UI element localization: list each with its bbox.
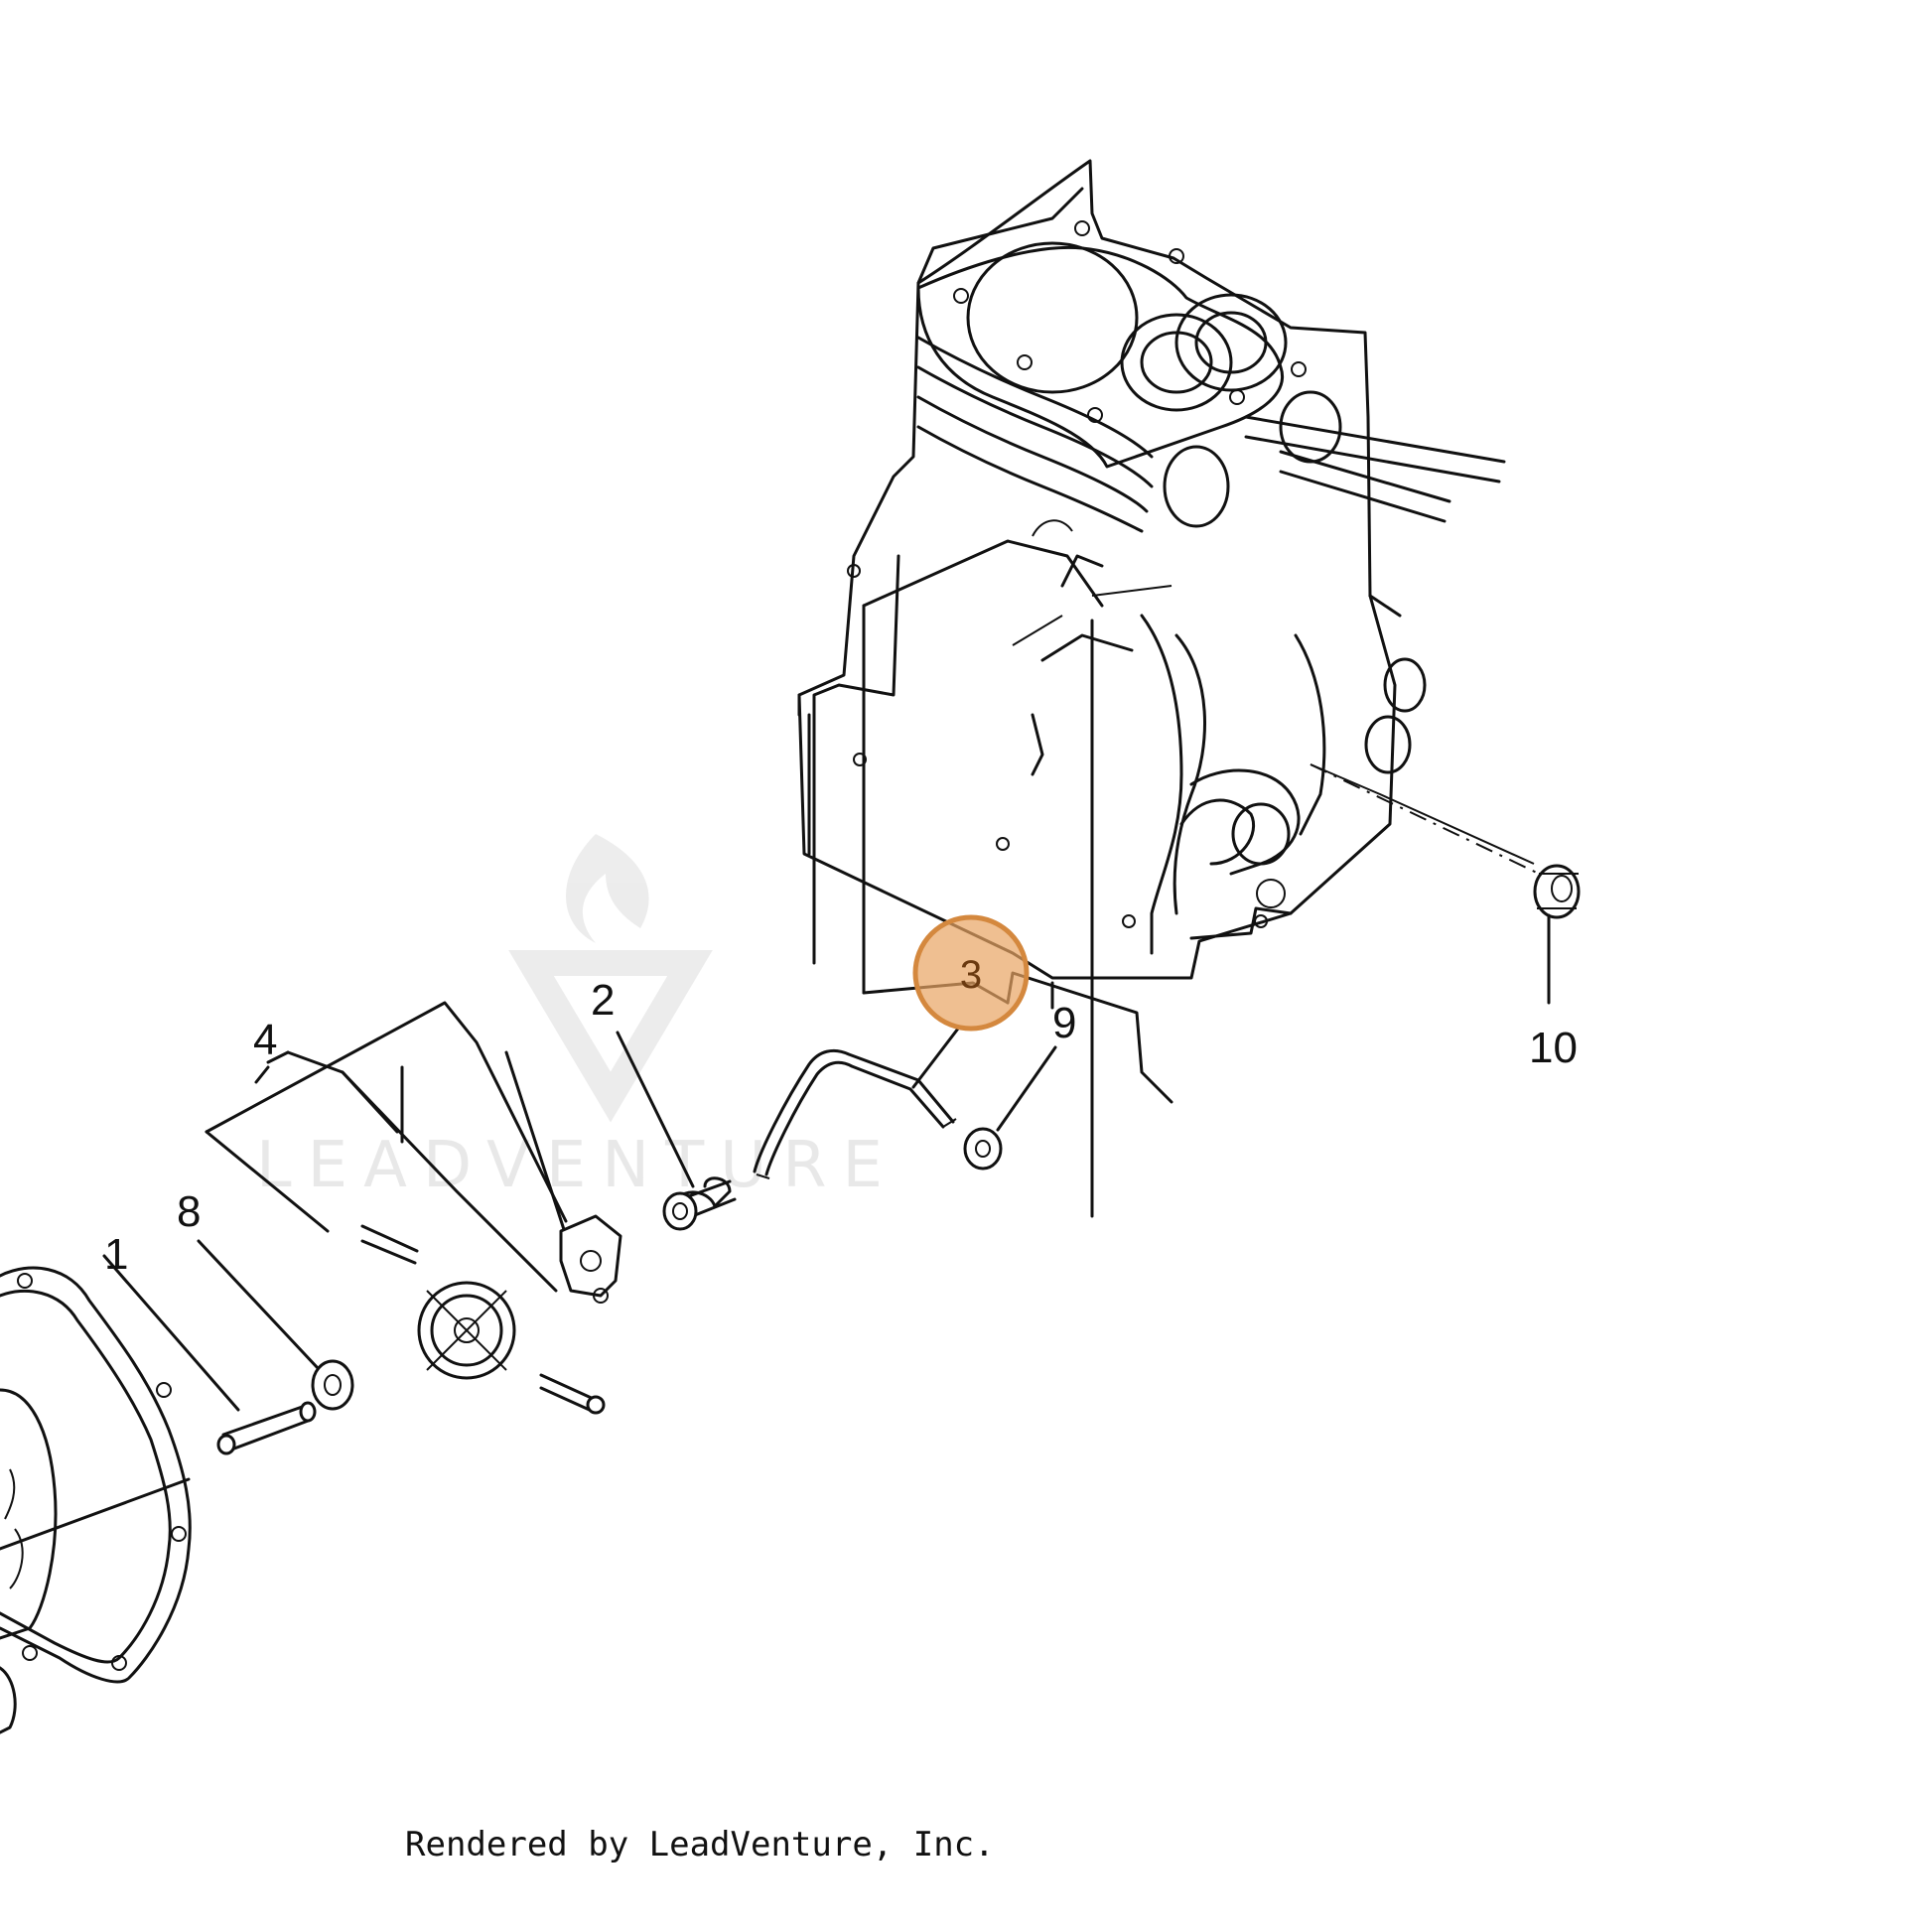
footer-credit: Rendered by LeadVenture, Inc.: [405, 1825, 995, 1864]
part-4-oil-pump: [205, 1001, 622, 1415]
part-9-washer: [963, 1045, 1057, 1171]
part-1-shaft: [102, 1254, 317, 1455]
callout-2-label[interactable]: 2: [591, 976, 615, 1025]
callout-10-label[interactable]: 10: [1529, 1024, 1578, 1072]
callout-3-label: 3: [960, 953, 982, 997]
leadventure-watermark: LEADVENTURE: [256, 834, 898, 1202]
callout-9-label[interactable]: 9: [1052, 999, 1076, 1047]
highlighted-callout-3[interactable]: 3: [912, 914, 1030, 1032]
watermark-text: LEADVENTURE: [256, 1129, 898, 1202]
part-8-washer: [197, 1239, 354, 1411]
engine-block: [797, 159, 1535, 1218]
callout-1-label[interactable]: 1: [104, 1230, 128, 1279]
part-3-tube: [753, 1027, 960, 1179]
part-2-bushing: [616, 1031, 737, 1231]
callout-8-label[interactable]: 8: [177, 1187, 201, 1236]
assembly-line: [1310, 763, 1540, 875]
crankcase-cover: [0, 1266, 192, 1734]
callout-4-label[interactable]: 4: [253, 1016, 277, 1064]
part-10-seal: [1533, 864, 1581, 1005]
